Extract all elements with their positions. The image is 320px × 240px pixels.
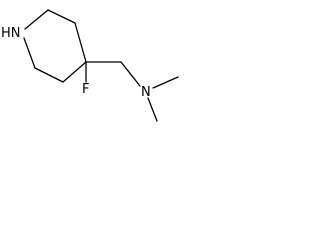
bond-n-methyl-2 bbox=[147, 97, 158, 122]
bond-n1-c2 bbox=[24, 9, 49, 30]
bond-c4-c5 bbox=[62, 61, 87, 83]
molecule-diagram: HN F N bbox=[1, 9, 179, 122]
structure-canvas: HN F N bbox=[0, 0, 194, 128]
bond-ch2-n bbox=[120, 61, 141, 87]
bond-c5-c6 bbox=[34, 67, 64, 83]
ring-nitrogen-label: HN bbox=[1, 26, 21, 41]
bond-n-methyl-1 bbox=[152, 76, 179, 89]
fluorine-label: F bbox=[82, 82, 89, 97]
amine-nitrogen-label: N bbox=[141, 85, 151, 100]
bond-c6-n1 bbox=[23, 37, 36, 69]
bond-c2-c3 bbox=[47, 9, 76, 24]
bond-c3-c4 bbox=[74, 22, 87, 63]
